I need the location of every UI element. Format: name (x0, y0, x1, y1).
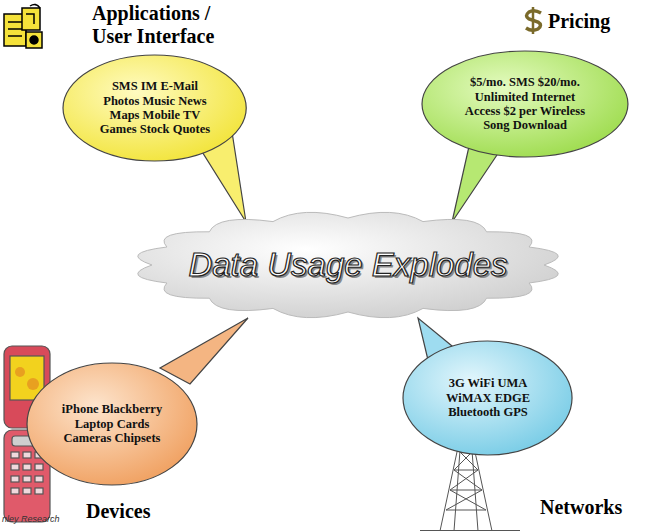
callout-tail (160, 318, 248, 384)
cloud-shape: Data Usage Explodes (138, 206, 558, 324)
group-heading: Devices (86, 500, 186, 523)
dollar-icon (526, 7, 541, 34)
item-list: $5/mo. SMS $20/mo. Unlimited Internet Ac… (456, 75, 594, 133)
callout-ellipse: Networks3G WiFi UMA WiMAX EDGE Bluetooth… (402, 340, 573, 456)
item-list: SMS IM E-Mail Photos Music News Maps Mob… (94, 79, 216, 137)
source-note: nley Research (2, 514, 60, 524)
cloud-title: Data Usage Explodes (188, 246, 507, 284)
group-heading: Applications / User Interface (92, 2, 252, 48)
callout-ellipse: Pricing$5/mo. SMS $20/mo. Unlimited Inte… (421, 50, 629, 158)
callout-ellipse: DevicesiPhone Blackberry Laptop Cards Ca… (26, 362, 198, 486)
group-heading: Networks (540, 496, 650, 519)
group-heading: Pricing (548, 10, 648, 33)
callout-ellipse: Applications / User InterfaceSMS IM E-Ma… (62, 54, 247, 162)
item-list: iPhone Blackberry Laptop Cards Cameras C… (57, 402, 167, 445)
applications-icon (4, 4, 42, 48)
item-list: 3G WiFi UMA WiMAX EDGE Bluetooth GPS (432, 376, 544, 419)
